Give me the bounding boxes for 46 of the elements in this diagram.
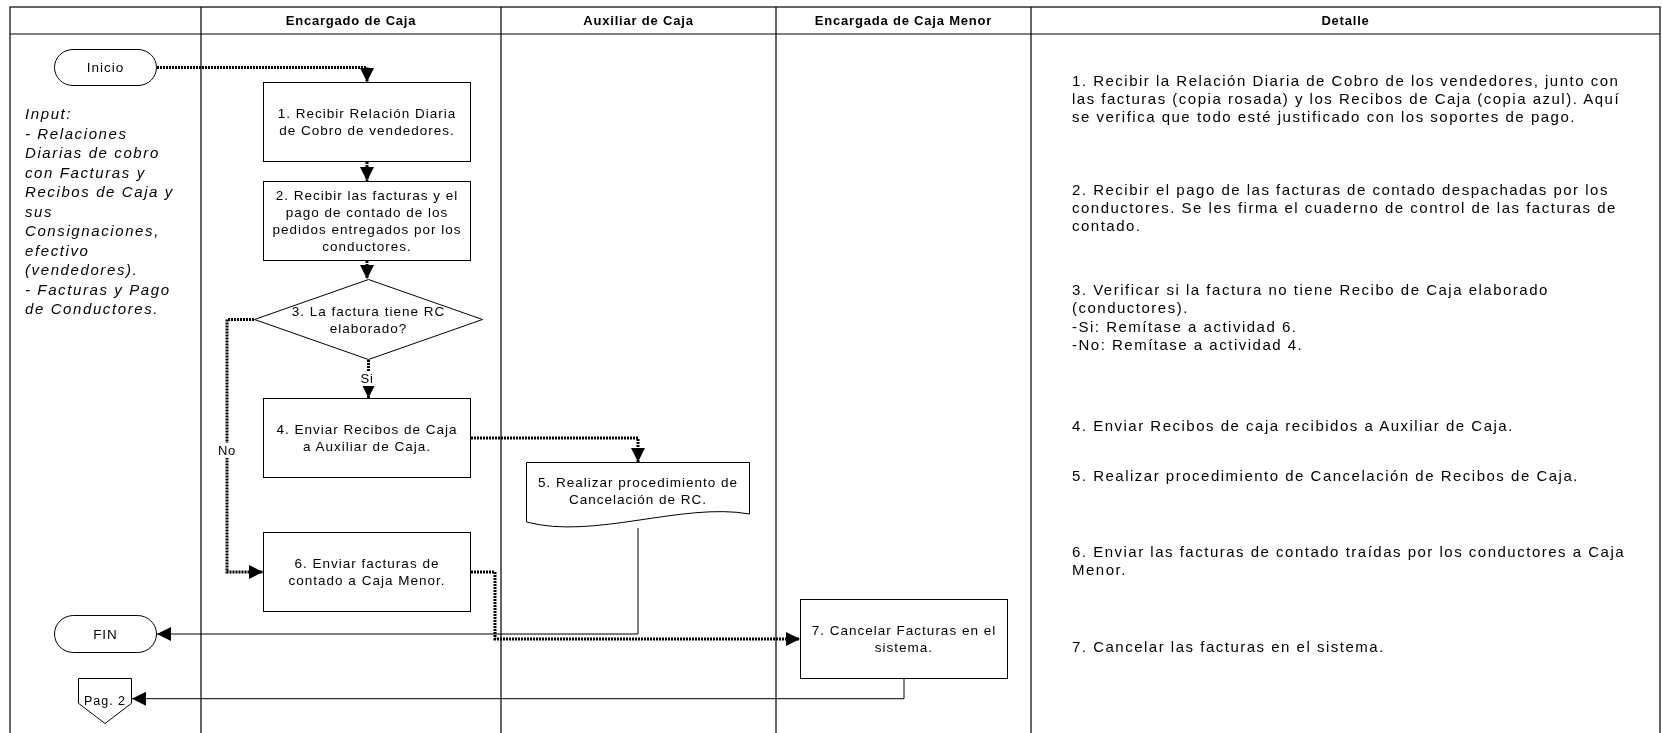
process-box: [263, 532, 471, 612]
terminator-shape: [54, 49, 157, 86]
input-note: - Relaciones Diarias de cobro con Facturas y Recibos de Caja y sus Consignaciones, efectivo (vendedores).: [25, 123, 175, 280]
input-note: - Facturas y Pago de Conductores.: [25, 279, 172, 319]
node-text: Pag. 2: [83, 692, 127, 710]
node-text: 6. Enviar facturas de contado a Caja Menor.: [287, 555, 447, 589]
step-description: 5. Realizar procedimiento de Cancelación de Recibos de Caja.: [1072, 467, 1580, 485]
step-description: 2. Recibir el pago de las facturas de contado despachadas por los conductores. Se les firma el cuaderno de control de las facturas de contado.: [1072, 181, 1618, 235]
step-description: -Si: Remítase a actividad 6.: [1072, 318, 1299, 336]
connector-arrow: [361, 360, 376, 398]
step-description: 1. Recibir la Relación Diaria de Cobro de los vendedores, junto con las facturas (copia rosada) y los Recibos de Caja (copia azul). Aquí se verifica que todo esté justificado con los soportes de pago.: [1072, 72, 1622, 126]
edge-label: No: [216, 442, 238, 458]
step-description: 6. Enviar las facturas de contado traídas por los conductores a Caja Menor.: [1072, 543, 1627, 579]
connector-arrow: [360, 162, 374, 181]
column-header: Auxiliar de Caja: [582, 12, 695, 30]
node-text: 4. Enviar Recibos de Caja a Auxiliar de Caja.: [275, 421, 459, 455]
process-box: [263, 181, 471, 261]
node-text: Inicio: [86, 59, 125, 76]
column-header: Encargada de Caja Menor: [813, 12, 994, 30]
step-description: 7. Cancelar las facturas en el sistema.: [1072, 638, 1386, 656]
input-note: Input:: [25, 104, 74, 124]
decision-diamond: [254, 279, 483, 360]
step-description: 4. Enviar Recibos de caja recibidos a Auxiliar de Caja.: [1072, 417, 1515, 435]
step-description: 3. Verificar si la factura no tiene Recibo de Caja elaborado (conductores).: [1072, 281, 1550, 317]
connector-arrow: [131, 678, 905, 706]
column-header: Encargado de Caja: [284, 12, 418, 30]
off-page-connector: [78, 678, 132, 724]
column-header: Detalle: [1320, 12, 1371, 30]
node-text: 2. Recibir las facturas y el pago de contado de los pedidos entregados por los conductores.: [271, 187, 463, 255]
node-text: FIN: [93, 625, 118, 643]
connector-arrow: [225, 318, 263, 579]
process-box: [800, 599, 1008, 679]
step-description: -No: Remítase a actividad 4.: [1072, 336, 1305, 354]
node-text: 3. La factura tiene RC elaborado?: [290, 302, 447, 337]
terminator-shape: [54, 615, 157, 653]
connector-arrow: [471, 570, 800, 646]
process-box: [263, 398, 471, 478]
node-text: 1. Recibir Relación Diaria de Cobro de vendedores.: [276, 105, 458, 139]
connector-arrow: [360, 261, 374, 279]
process-box: [263, 82, 471, 162]
connector-arrow: [471, 436, 645, 462]
node-text: 5. Realizar procedimiento de Cancelación de RC.: [537, 474, 739, 508]
connector-arrow: [156, 527, 639, 641]
connector-arrow: [157, 66, 374, 82]
edge-label: Si: [359, 370, 375, 386]
node-text: 7. Cancelar Facturas en el sistema.: [810, 622, 998, 656]
